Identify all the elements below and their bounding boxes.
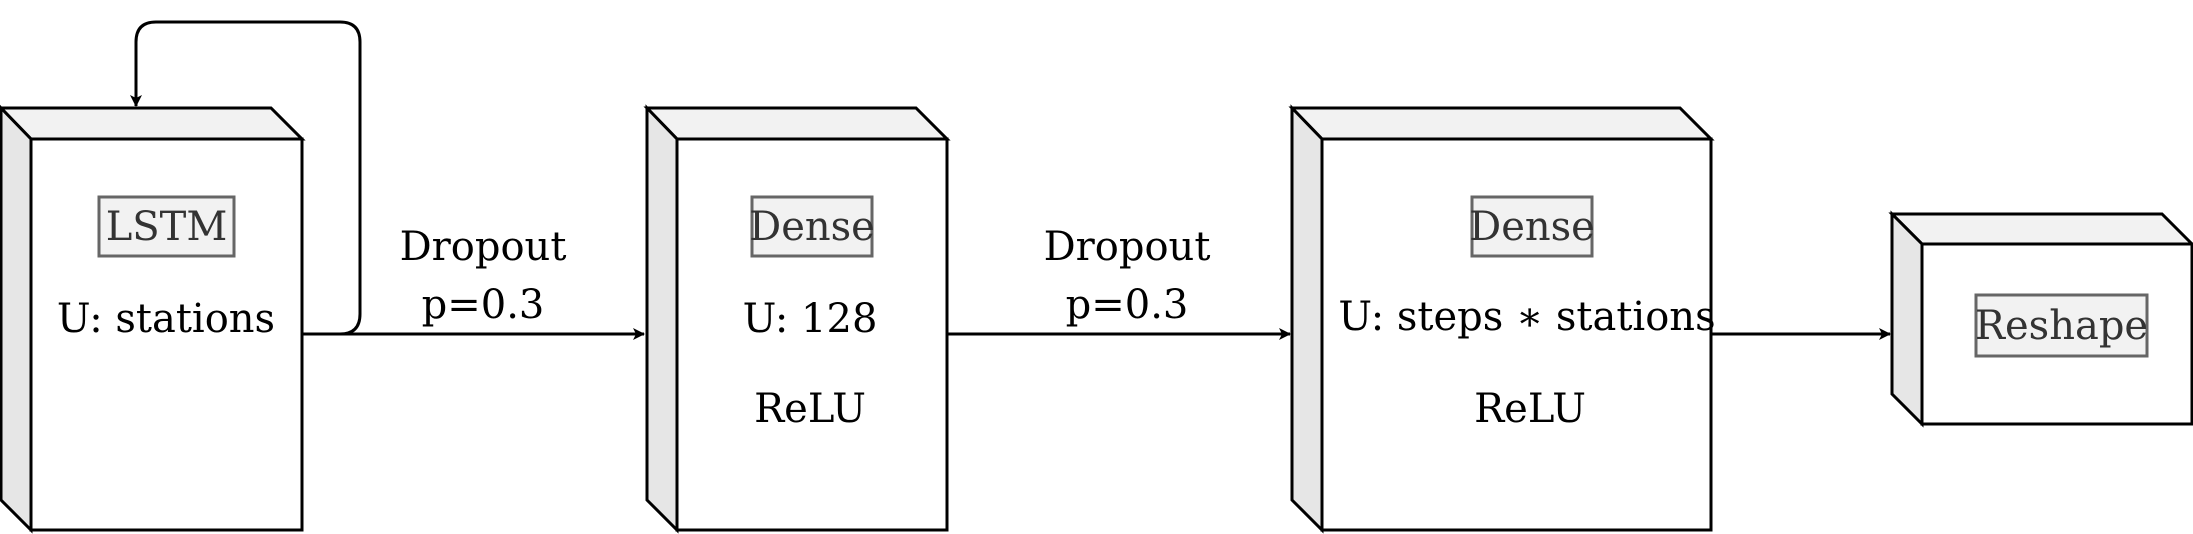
edge-label-dropout-2: Dropout — [1044, 224, 1211, 270]
dense2-block-side — [1290, 104, 1324, 534]
lstm-tag: LSTM — [106, 204, 228, 250]
lstm-block-side — [0, 104, 33, 534]
reshape-block-top — [1888, 212, 2193, 246]
dense1-tag: Dense — [749, 204, 875, 250]
lstm-units: U: stations — [57, 296, 275, 342]
dense1-block: Dense U: 128 ReLU — [643, 104, 951, 534]
reshape-tag-box — [1974, 293, 2149, 358]
edge-label-dropout-1: Dropout — [400, 224, 567, 270]
dense1-tag-box — [750, 195, 874, 258]
dense2-tag: Dense — [1469, 204, 1595, 250]
dense1-block-side — [645, 104, 679, 534]
dense2-tag-box — [1470, 195, 1594, 258]
lstm-recurrent-loop — [130, 20, 362, 336]
lstm-block: LSTM U: stations — [0, 104, 306, 534]
reshape-tag: Reshape — [1975, 303, 2148, 349]
lstm-tag-box — [97, 195, 236, 258]
dense2-block-top — [1288, 106, 1715, 141]
reshape-block: Reshape — [1888, 210, 2193, 428]
reshape-block-side — [1890, 210, 1924, 428]
lstm-block-top — [0, 106, 306, 141]
dense1-activation: ReLU — [754, 386, 866, 432]
dense2-block: Dense U: steps ∗ stations ReLU — [1288, 104, 1716, 534]
dense2-units: U: steps ∗ stations — [1338, 294, 1715, 340]
dense1-block-top — [643, 106, 951, 141]
dense1-units: U: 128 — [743, 296, 878, 342]
dense2-activation: ReLU — [1474, 386, 1586, 432]
edge-label-p-2: p=0.3 — [1066, 282, 1189, 328]
edge-label-p-1: p=0.3 — [422, 282, 545, 328]
